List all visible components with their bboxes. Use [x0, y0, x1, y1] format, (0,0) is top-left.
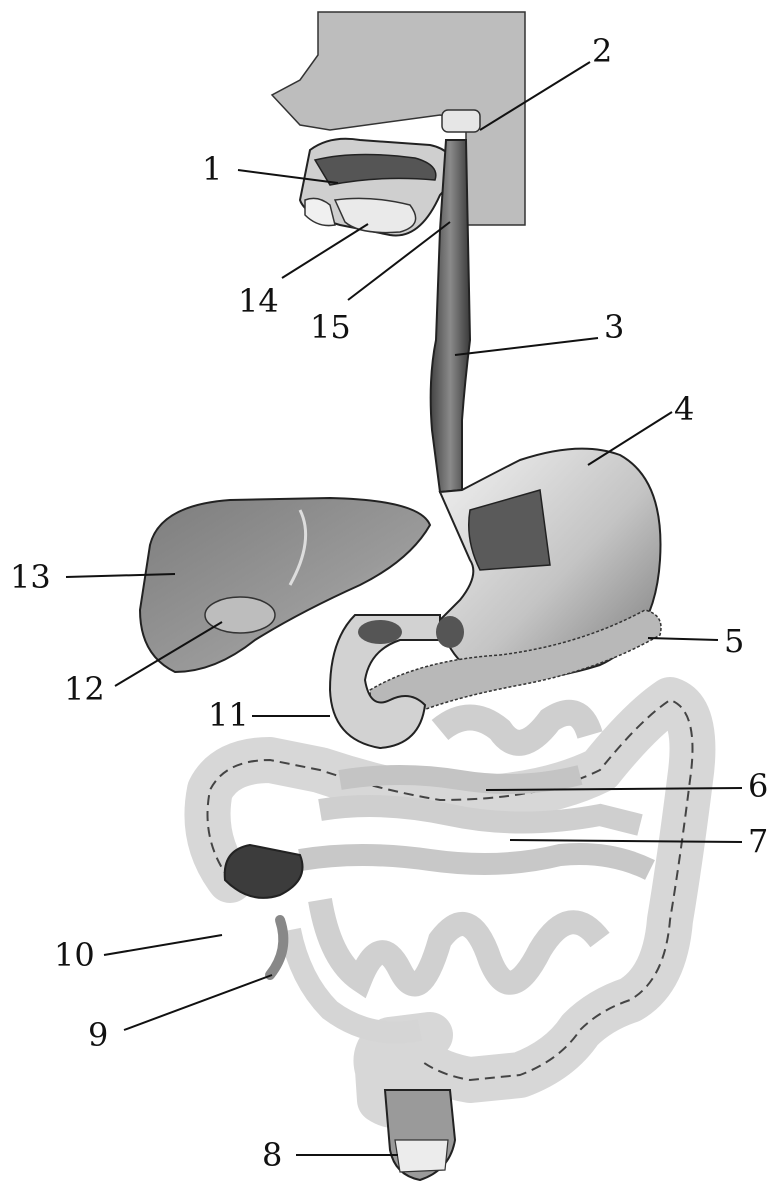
- label-2: 2: [592, 32, 612, 70]
- label-10: 10: [54, 936, 95, 974]
- cecum: [225, 845, 303, 898]
- label-5: 5: [724, 622, 744, 660]
- label-4: 4: [674, 390, 694, 428]
- label-14: 14: [238, 282, 279, 320]
- label-13: 13: [10, 558, 51, 596]
- label-12: 12: [64, 670, 105, 708]
- label-6: 6: [748, 767, 768, 805]
- label-1: 1: [202, 150, 222, 188]
- gallbladder: [205, 597, 275, 633]
- label-3: 3: [604, 308, 624, 346]
- appendix: [270, 920, 283, 975]
- label-8: 8: [262, 1136, 282, 1174]
- label-9: 9: [88, 1016, 108, 1054]
- label-11: 11: [208, 696, 249, 734]
- large-intestine: [208, 700, 693, 1105]
- label-7: 7: [748, 822, 768, 860]
- label-15: 15: [310, 308, 351, 346]
